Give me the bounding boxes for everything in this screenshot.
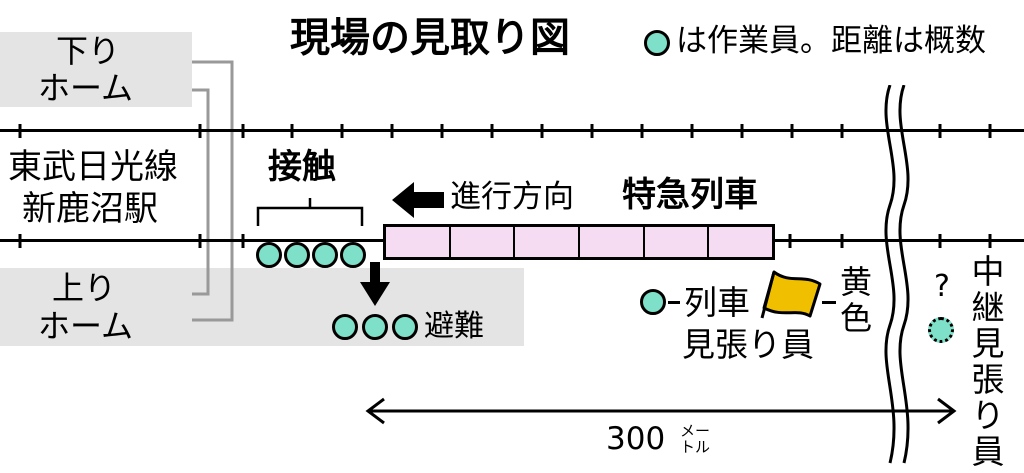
up-platform-label-line2: ホーム	[38, 307, 134, 345]
relay-lookout-question-mark: ?	[934, 269, 950, 304]
diagram-title: 現場の見取り図	[290, 15, 570, 61]
up-platform-label-line1: 上り	[52, 269, 117, 307]
worker-at-contact	[340, 242, 366, 268]
limited-express-train	[383, 224, 775, 260]
station-name: 新鹿沼駅	[22, 189, 158, 229]
relay-lookout-label: 中継見張り員	[971, 252, 1005, 471]
distance-arrow	[365, 397, 957, 425]
legend-text: は作業員。距離は概数	[676, 23, 986, 59]
up-platform	[0, 268, 524, 346]
down-platform-label-line2: ホーム	[38, 69, 134, 107]
distance-unit-bottom: トル	[680, 438, 711, 456]
down-platform-label-line1: 下り	[56, 32, 121, 70]
train-car	[580, 227, 645, 257]
yellow-flag-icon	[760, 270, 822, 319]
flag-dash	[822, 301, 836, 304]
lookout-label-line1: 列車	[684, 283, 750, 322]
train-car	[451, 227, 516, 257]
train-label: 特急列車	[622, 175, 758, 215]
worker-at-contact	[256, 242, 282, 268]
evacuation-arrow	[360, 262, 390, 306]
direction-label: 進行方向	[450, 179, 574, 215]
worker-at-contact	[312, 242, 338, 268]
distance-break-lines	[884, 85, 910, 464]
upper-track	[0, 129, 1024, 132]
evacuated-worker	[362, 314, 388, 340]
flag-color-label-line2: 色	[840, 299, 873, 337]
track-ties	[18, 124, 992, 248]
distance-value: 300	[606, 421, 666, 457]
train-lookout-worker	[640, 289, 666, 315]
lookout-dash	[668, 301, 680, 304]
contact-bracket	[256, 198, 364, 226]
down-platform	[0, 32, 192, 107]
lookout-label-line2: 見張り員	[682, 325, 814, 364]
train-car	[709, 227, 772, 257]
train-car	[645, 227, 710, 257]
direction-arrow	[392, 182, 444, 218]
station-line-name: 東武日光線	[8, 147, 178, 187]
contact-label: 接触	[268, 147, 336, 187]
relay-lookout-worker	[928, 317, 954, 343]
evacuated-worker	[392, 314, 418, 340]
train-car	[386, 227, 451, 257]
legend-worker-icon	[644, 30, 670, 56]
worker-at-contact	[284, 242, 310, 268]
train-car	[515, 227, 581, 257]
evacuated-worker	[332, 314, 358, 340]
flag-color-label-line1: 黄	[840, 263, 873, 301]
evacuation-label: 避難	[424, 309, 484, 344]
platform-connector	[192, 60, 234, 322]
distance-unit-top: メー	[680, 422, 711, 440]
